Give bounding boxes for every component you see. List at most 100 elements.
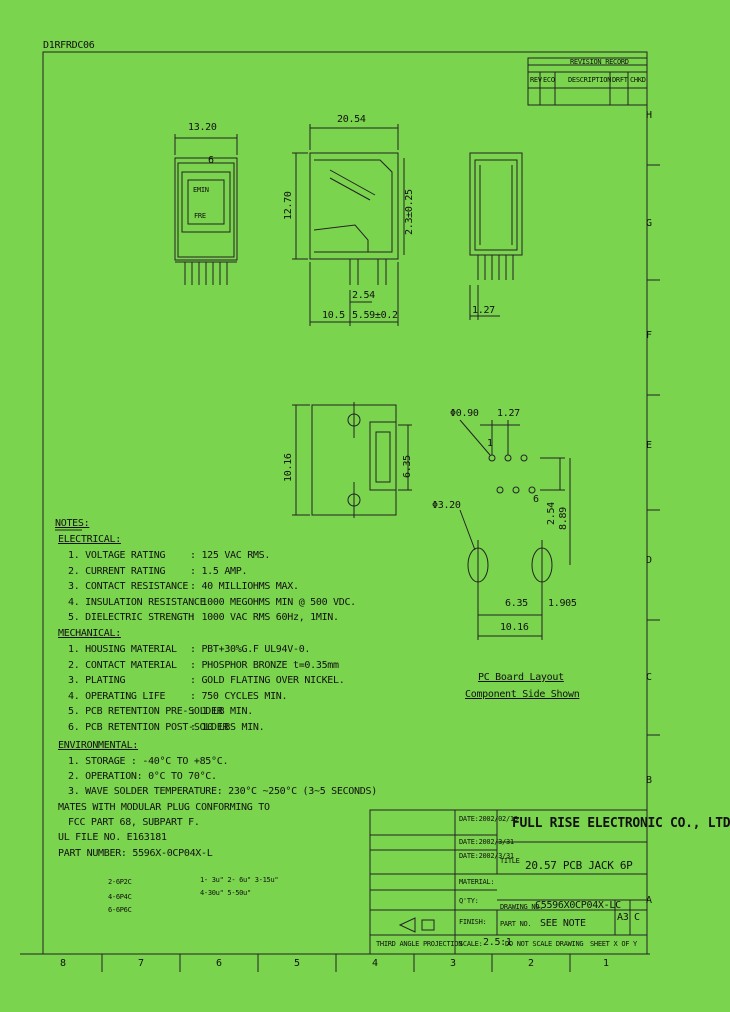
electrical-label: 1. VOLTAGE RATING [68,550,166,561]
drawing-no: C5596X0CP04X-LC [535,900,621,911]
scale: 2.5:1 [483,937,512,948]
sheet: SHEET X OF Y [590,940,637,948]
part-number: PART NUMBER: 5596X-0CP04X-L [58,848,213,859]
mechanical-value: : 750 CYCLES MIN. [190,690,288,702]
electrical-title: ELECTRICAL: [58,534,121,545]
size: A3 [617,912,629,923]
drawing-no-label: DRAWING NO. [500,903,544,911]
zone-d: D [646,555,652,566]
front-width-dim: 13.20 [188,122,217,133]
opt-right-1: 1- 3u" 2- 6u" 3-15u" [200,876,279,884]
pcb-pin6: 6 [533,494,539,505]
drawing-title: 20.57 PCB JACK 6P [525,859,633,872]
mechanical-label: 1. HOUSING MATERIAL [68,644,177,655]
title-label: TITLE [500,857,520,865]
mechanical-title: MECHANICAL: [58,628,121,639]
zone-5: 5 [294,958,300,969]
top-height-dim: 10.16 [283,453,294,482]
pcb-layout-drawing [459,419,571,640]
zone-e: E [646,440,652,451]
rev-col-eco: ECO [543,76,555,84]
top-inner-dim: 6.35 [402,455,413,478]
revision-title: REVISION RECORD [570,58,629,66]
zone-7: 7 [138,958,144,969]
zone-1: 1 [603,958,609,969]
side-height-dim: 12.70 [283,191,294,220]
zone-3: 3 [450,958,456,969]
pcb-peg-dia: Φ3.20 [432,500,461,511]
pcb-h1: 6.35 [505,598,528,609]
pcb-h3: 10.16 [500,622,529,633]
pcb-caption2: Component Side Shown [465,689,580,700]
rev-col-chkd: CHKD [630,76,646,84]
zone-h: H [646,110,652,121]
date-2: DATE:2002/3/31 [459,838,514,846]
pcb-pitch: 1.27 [497,408,520,419]
right-zone-ticks [647,164,660,736]
mechanical-label: 3. PLATING [68,675,126,686]
opt-right-2: 4-30u" 5-50u" [200,889,251,897]
side-pin-dim: 2.54 [352,290,375,301]
pcb-v1: 2.54 [546,502,557,525]
zone-6: 6 [216,958,222,969]
rev: C [634,912,640,923]
rev-col-description: DESCRIPTION [568,76,612,84]
pcb-caption1: PC Board Layout [478,672,564,683]
part-no-label: PART NO. [500,920,532,928]
bottom-zone-ticks [101,954,571,972]
electrical-value: : 1000 VAC RMS 60Hz, 1MIN. [190,612,339,623]
env-item-1: 1. STORAGE : -40°C TO +85°C. [68,756,229,767]
side-bottom-left-dim: 10.5 [322,310,345,321]
title-block-lines [369,809,648,955]
electrical-value: : 125 VAC RMS. [190,550,271,561]
mechanical-label: 6. PCB RETENTION POST-SOLDER [68,721,229,733]
opt-left-3: 6-6P6C [108,906,132,914]
right-pitch-dim: 1.27 [472,305,495,316]
mechanical-value: : 10 LBS MIN. [190,721,265,733]
side-bottom-right-dim: 5.59±0.2 [352,310,398,321]
front-text1: EMIN [193,186,209,194]
side-width-dim: 20.54 [337,114,366,125]
right-view [469,152,523,320]
date-1: DATE:2002/02/18 [459,815,518,823]
electrical-label: 4. INSULATION RESISTANCE [68,596,206,608]
opt-left-2: 4-6P4C [108,893,132,901]
scale-label: SCALE: [459,940,483,948]
finish-label: FINISH: [459,918,487,926]
front-pin-label: 6 [208,155,214,166]
rev-col-drft: DRFT [612,76,628,84]
zone-c: C [646,672,652,683]
mechanical-value: : 1 LB MIN. [190,706,253,717]
company-name: FULL RISE ELECTRONIC CO., LTD [512,816,730,831]
revision-table [527,57,648,106]
ul-note: UL FILE NO. E163181 [58,832,167,843]
pcb-pin1: 1 [487,438,493,449]
electrical-label: 3. CONTACT RESISTANCE [68,581,189,592]
zone-2: 2 [528,958,534,969]
side-view [292,124,405,326]
zone-a: A [646,895,652,906]
mechanical-label: 5. PCB RETENTION PRE-SOLDER [68,706,223,717]
front-view [174,134,238,285]
qty-label: Q'TY: [459,897,479,905]
drawing-id: D1RFRDC06 [43,40,95,51]
mechanical-label: 2. CONTACT MATERIAL [68,659,177,671]
part-no: SEE NOTE [540,918,586,929]
opt-left-1: 2-6P2C [108,878,132,886]
projection: THIRD ANGLE PROJECTION [376,940,463,948]
mates-note: MATES WITH MODULAR PLUG CONFORMING TO [58,802,270,813]
top-view [292,402,412,518]
fcc-note: FCC PART 68, SUBPART F. [68,817,200,828]
zone-4: 4 [372,958,378,969]
electrical-value: : 1000 MEGOHMS MIN @ 500 VDC. [190,596,356,608]
env-item-2: 2. OPERATION: 0°C TO 70°C. [68,771,217,782]
zone-f: F [646,330,652,341]
mechanical-value: : PHOSPHOR BRONZE t=0.35mm [190,659,339,671]
electrical-value: : 40 MILLIOHMS MAX. [190,581,299,592]
mechanical-value: : GOLD FLATING OVER NICKEL. [190,675,345,686]
material-label: MATERIAL: [459,878,495,886]
notes-title: NOTES: [55,518,90,529]
environmental-title: ENVIRONMENTAL: [58,740,139,751]
date-3: DATE:2002/3/31 [459,852,514,860]
